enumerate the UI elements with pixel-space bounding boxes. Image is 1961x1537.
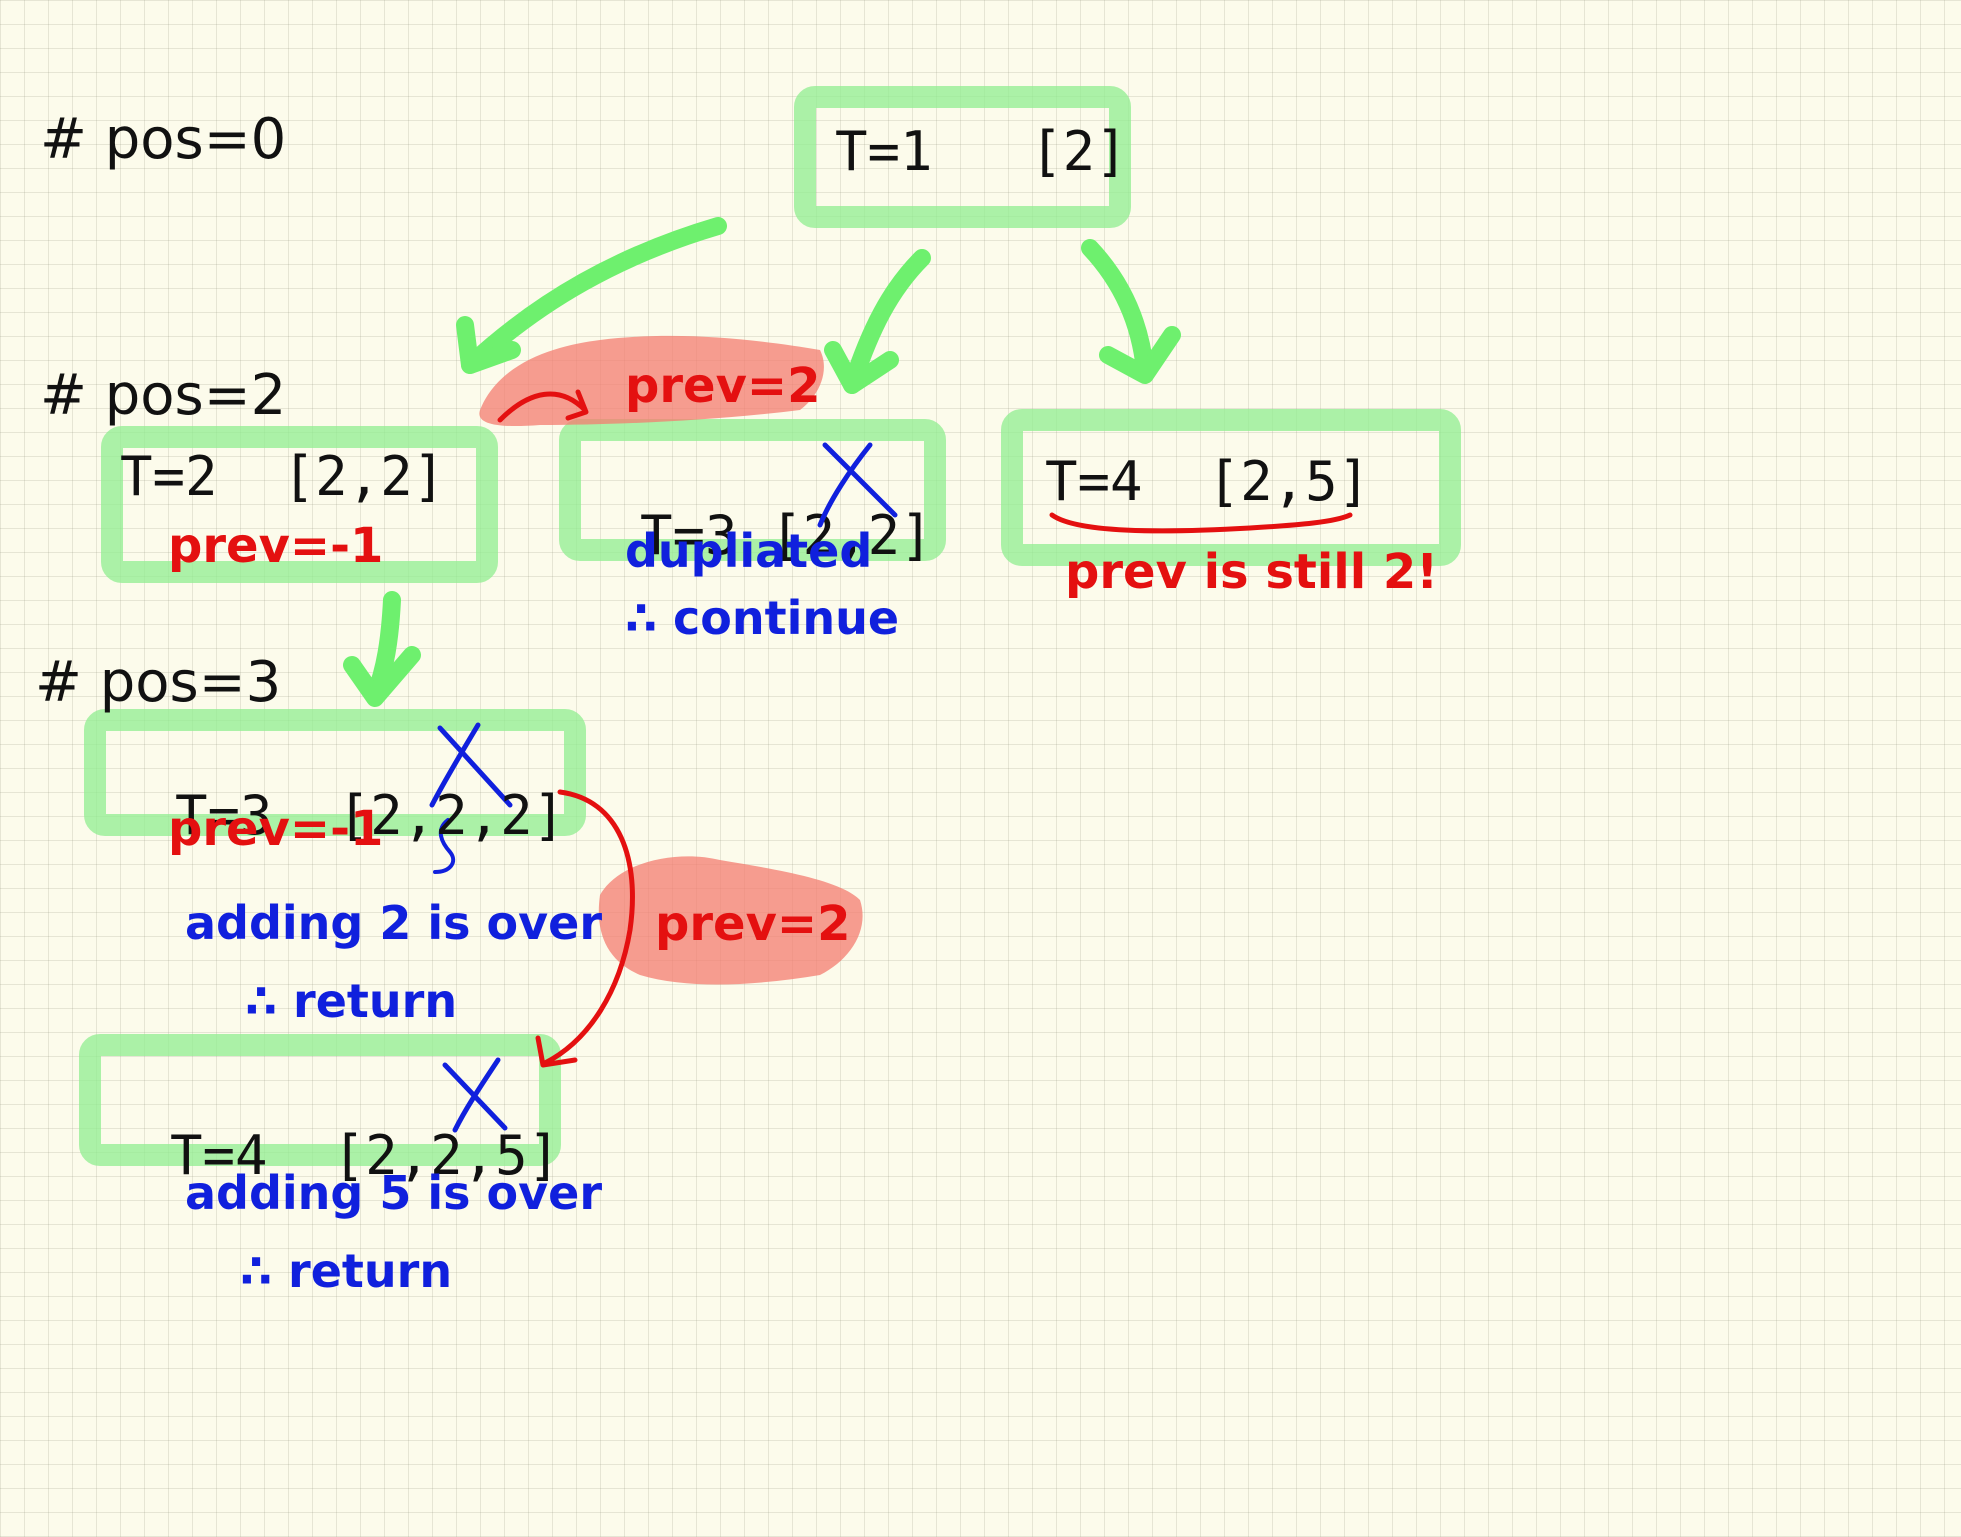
pos3-second-label-text: T=4 [2,2, [170,1124,496,1187]
root-node-box [794,86,1131,228]
pos3-first-return: ∴ return [245,974,458,1028]
red-curved-arrow-side-head [535,1035,578,1068]
left-node-box [101,426,498,583]
middle-note-continue: ∴ continue [625,591,900,645]
pos3-second-node-box [79,1034,561,1166]
pos3-second-close: ] [527,1124,561,1187]
arrow-root-to-left [461,217,727,374]
right-node-label: T=4 [2,5] [1045,450,1371,513]
top-prev-highlight [479,335,824,427]
pos3-first-prev: prev=-1 [168,801,384,857]
blue-down-squiggle [433,818,456,874]
pos3-second-return: ∴ return [240,1244,453,1298]
pos3-first-label-text: T=3 [2,2, [175,784,501,847]
header-pos2: # pos=2 [40,363,287,428]
pos3-second-explain: adding 5 is over [185,1166,603,1220]
header-pos3: # pos=3 [35,650,282,715]
red-curved-arrow-top-head [565,389,589,421]
arrow-root-to-left-head [456,316,521,374]
middle-node-close: ] [900,504,933,567]
pos3-second-crossed-value: 5 [495,1124,528,1187]
arrow-root-to-middle [843,249,931,394]
middle-note-duplicated: dupliated [625,524,873,578]
pos3-second-label: T=4 [2,2,5] [105,1075,560,1183]
side-prev-annotation: prev=2 [655,896,851,952]
middle-node-box [559,419,946,561]
pos3-first-node-box [84,709,586,836]
pos3-first-close: ] [532,784,566,847]
header-pos0: # pos=0 [40,107,287,172]
arrow-root-to-right-head [1099,326,1181,384]
side-prev-highlight [598,856,863,985]
red-curved-arrow-side [542,789,635,1066]
red-underline-right [1049,512,1353,534]
arrow-root-to-middle-head [824,341,899,394]
right-node-box [1001,409,1461,566]
arrow-root-to-right [1081,239,1154,379]
top-prev-annotation: prev=2 [625,358,821,414]
left-node-prev: prev=-1 [168,518,384,574]
pos3-first-explain: adding 2 is over [185,896,603,950]
arrow-left-to-pos3-head [343,646,421,707]
right-node-note: prev is still 2! [1065,544,1439,600]
pos3-first-crossed-value: 2 [500,784,533,847]
pos3-first-label: T=3 [2,2,2] [110,735,565,843]
left-node-label: T=2 [2,2] [120,445,446,508]
red-curved-arrow-top [497,391,588,423]
root-node-label: T=1 [2] [835,120,1128,183]
middle-node-crossed-value: 2 [867,504,901,567]
